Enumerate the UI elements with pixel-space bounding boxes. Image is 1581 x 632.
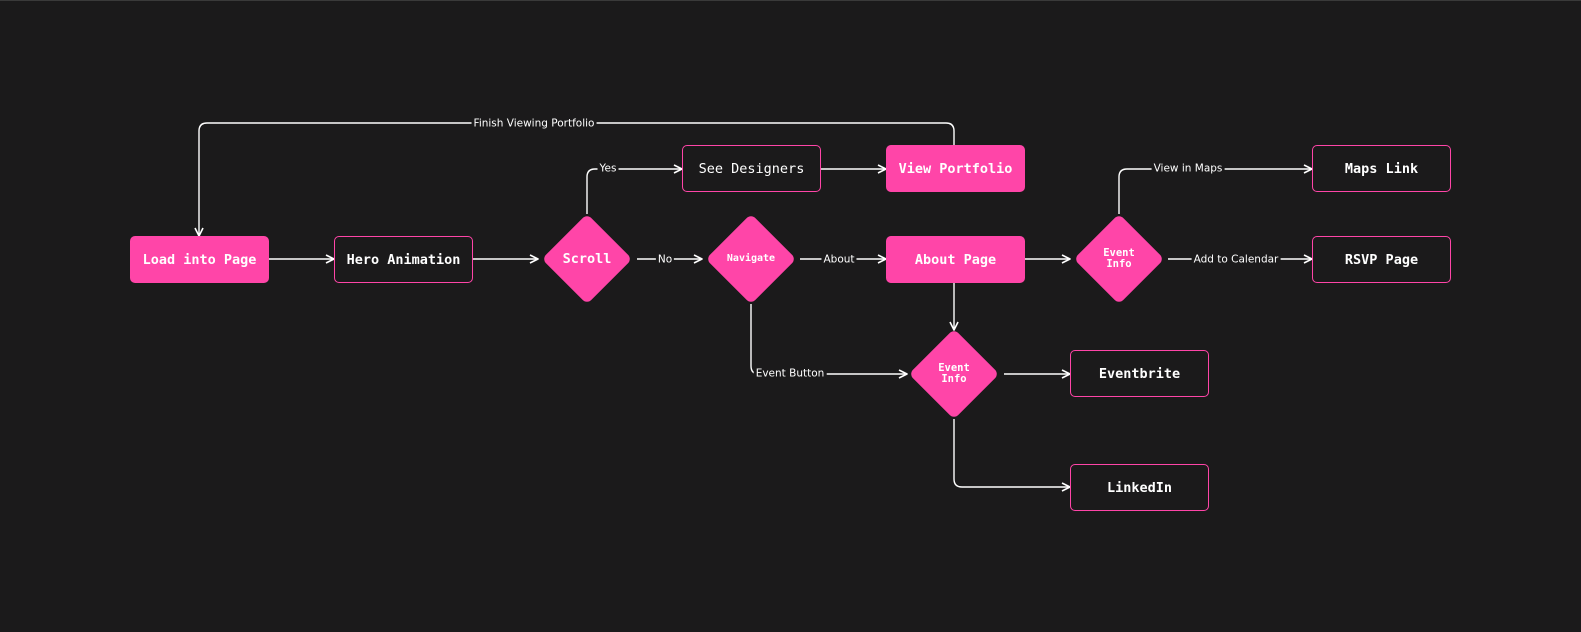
node-load-into-page-label: Load into Page (142, 251, 257, 268)
node-navigate-decision: Navigate (704, 213, 798, 305)
node-event-info-top-decision: Event Info (1072, 213, 1166, 305)
node-event-info-top-label: Event Info (1103, 246, 1135, 270)
node-rsvp-page: RSVP Page (1312, 236, 1451, 283)
node-eventbrite-label: Eventbrite (1098, 365, 1181, 382)
node-view-portfolio-label: View Portfolio (898, 160, 1013, 177)
node-scroll-label: Scroll (562, 250, 612, 267)
node-event-info-bottom-label: Event Info (938, 361, 970, 385)
node-see-designers: See Designers (682, 145, 821, 192)
edge-label-finish-viewing-portfolio: Finish Viewing Portfolio (471, 117, 597, 131)
edge-scroll-yes (586, 164, 683, 214)
node-navigate-label: Navigate (726, 252, 776, 264)
node-scroll-decision: Scroll (540, 213, 634, 305)
node-view-portfolio: View Portfolio (886, 145, 1025, 192)
node-load-into-page: Load into Page (130, 236, 269, 283)
node-hero-animation: Hero Animation (334, 236, 473, 283)
edge-label-yes: Yes (597, 162, 619, 176)
node-event-info-bottom-decision: Event Info (907, 328, 1001, 420)
node-linkedin-label: LinkedIn (1106, 479, 1173, 496)
node-maps-link: Maps Link (1312, 145, 1451, 192)
node-maps-link-label: Maps Link (1344, 160, 1419, 177)
node-eventbrite: Eventbrite (1070, 350, 1209, 397)
edge-label-no: No (655, 253, 675, 267)
edge-navigate-event-button (750, 304, 908, 379)
edge-label-view-in-maps: View in Maps (1151, 162, 1225, 176)
edge-label-event-button: Event Button (753, 367, 827, 381)
node-about-page: About Page (886, 236, 1025, 283)
node-see-designers-label: See Designers (698, 160, 805, 177)
edge-event-maps (1118, 164, 1313, 214)
node-hero-animation-label: Hero Animation (346, 251, 461, 268)
node-linkedin: LinkedIn (1070, 464, 1209, 511)
node-about-page-label: About Page (914, 251, 997, 268)
node-rsvp-page-label: RSVP Page (1344, 251, 1419, 268)
edge-label-add-to-calendar: Add to Calendar (1191, 253, 1281, 267)
edge-event-linkedin (953, 419, 1071, 492)
edge-label-about: About (821, 253, 857, 267)
